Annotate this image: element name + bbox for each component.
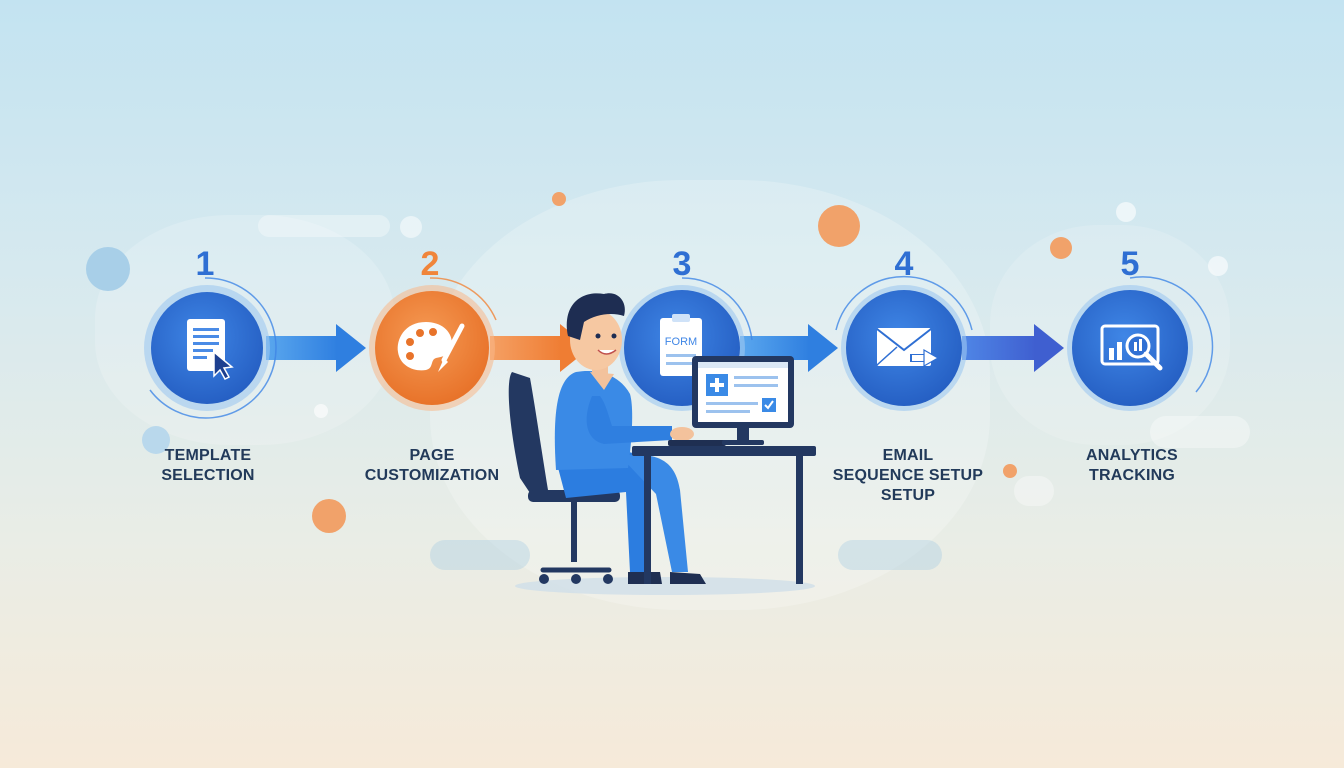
step-label-line: SELECTION [161, 467, 255, 484]
form-clipboard-icon: FORM [660, 314, 702, 376]
decor-pill [258, 215, 390, 237]
step-label-line: CUSTOMIZATION [364, 467, 500, 484]
decor-pill [1014, 476, 1054, 506]
step-label-line: ANALYTICS [1086, 447, 1178, 464]
decor-dot [552, 192, 566, 206]
step-label-line: SETUP [880, 487, 936, 504]
step-label-line: TEMPLATE [164, 447, 252, 464]
step-5-node [1067, 276, 1214, 411]
step-number-2: 2 [420, 245, 440, 283]
decor-dot [1050, 237, 1072, 259]
decor-dot [818, 205, 860, 247]
envelope-send-icon [876, 328, 940, 368]
decor-pill [1150, 416, 1250, 448]
step-number-5: 5 [1120, 245, 1140, 283]
step-label-line: SEQUENCE SETUP [832, 467, 984, 484]
arrow-4-to-5 [962, 324, 1064, 372]
decor-dot [312, 499, 346, 533]
form-icon-text: FORM [665, 336, 697, 348]
decor-dot [86, 247, 130, 291]
step-label-line: EMAIL [882, 447, 934, 464]
decor-dot [1116, 202, 1136, 222]
document-cursor-icon [187, 319, 234, 380]
step-label-5: ANALYTICS TRACKING [1032, 446, 1232, 486]
decor-pill [838, 540, 942, 570]
step-number-4: 4 [894, 245, 914, 283]
step-number-3: 3 [672, 245, 692, 283]
palette-brush-icon [397, 322, 465, 372]
step-label-line: PAGE [409, 447, 455, 464]
decor-pill [430, 540, 530, 570]
step-label-line: TRACKING [1088, 467, 1176, 484]
decor-dot [1208, 256, 1228, 276]
analytics-magnifier-icon [1100, 324, 1163, 371]
decor-dot [400, 216, 422, 238]
decor-dot [314, 404, 328, 418]
decor-dot [142, 426, 170, 454]
monitor [692, 356, 794, 445]
decor-dot [1003, 464, 1017, 478]
arrow-1-to-2 [266, 324, 366, 372]
step-number-1: 1 [195, 245, 215, 283]
person-at-desk-illustration [508, 293, 816, 595]
step-2-node [369, 277, 497, 411]
step-4-node [835, 275, 973, 411]
step-label-4: EMAIL SEQUENCE SETUP SETUP [808, 446, 1008, 506]
step-label-2: PAGE CUSTOMIZATION [332, 446, 532, 486]
step-1-node [144, 277, 277, 419]
step-label-1: TEMPLATE SELECTION [108, 446, 308, 486]
